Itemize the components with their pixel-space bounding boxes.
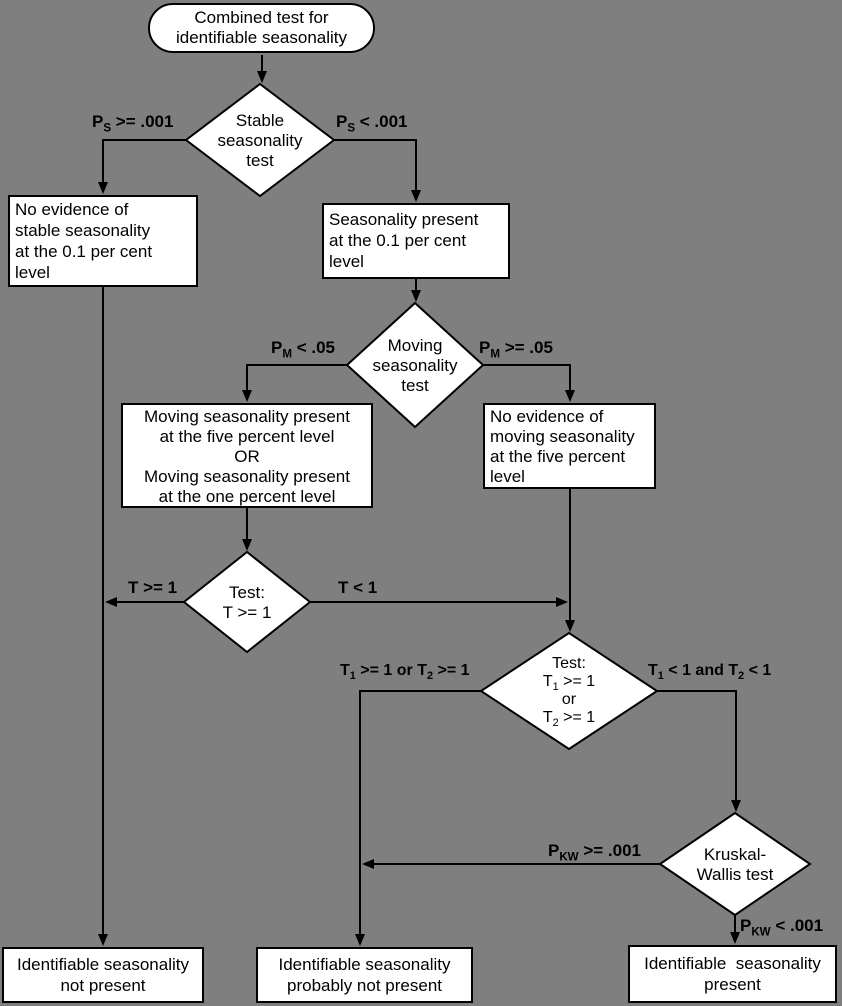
connector-stable-no [98,139,187,194]
seasonality-present-box: Seasonality present at the 0.1 per cent … [322,203,510,279]
moving-seasonality-test-diamond [345,301,485,429]
no-moving-seasonality-box: No evidence of moving seasonality at the… [483,403,656,489]
edge-label-t12-ge: T1 >= 1 or T2 >= 1 [340,662,470,683]
moving-seasonality-present-box: Moving seasonality present at the five p… [121,403,373,508]
edge-label-t-ge: T >= 1 [128,578,178,597]
stable-seasonality-test-label: Stable seasonality test [217,111,303,170]
identifiable-seasonality-present-box: Identifiable seasonality present [628,945,837,1003]
identifiable-seasonality-probably-not-present-box: Identifiable seasonality probably not pr… [256,947,473,1003]
identifiable-seasonality-not-present-box: Identifiable seasonality not present [2,947,204,1003]
edge-label-pkw-ge: PKW >= .001 [548,841,641,864]
edge-label-ps-lt: PS < .001 [336,112,408,135]
stable-seasonality-test-diamond [184,82,336,198]
connector-moving-no [482,364,575,402]
connector-t12-lt-to-kw [656,690,741,812]
start-terminal-line: Combined test for [194,8,329,27]
kruskal-wallis-test-label: Kruskal- Wallis test [696,845,774,884]
t1-t2-test-diamond [479,631,659,751]
edge-label-ps-ge: PS >= .001 [92,112,174,135]
t1-t2-test-label: Test: T1 >= 1 or T2 >= 1 [542,655,596,730]
start-terminal-line: identifiable seasonality [175,28,348,47]
t-test-label: Test: T >= 1 [222,583,272,622]
connector-moving-yes [242,364,348,402]
start-terminal: Combined test for identifiable seasonali… [148,3,375,53]
edge-label-t-lt: T < 1 [338,578,378,597]
edge-label-t12-lt: T1 < 1 and T2 < 1 [648,662,772,683]
moving-seasonality-test-label: Moving seasonality test [372,336,458,395]
no-stable-seasonality-box: No evidence of stable seasonality at the… [8,195,198,287]
connector-t12-ge-to-probably-not [355,690,481,946]
t-test-diamond [182,550,312,654]
edge-label-pm-ge: PM >= .05 [479,338,553,361]
edge-label-pm-lt: PM < .05 [271,338,335,361]
connector-stable-yes [333,139,421,202]
kruskal-wallis-test-diamond [658,811,812,917]
edge-label-pkw-lt: PKW < .001 [740,916,824,939]
